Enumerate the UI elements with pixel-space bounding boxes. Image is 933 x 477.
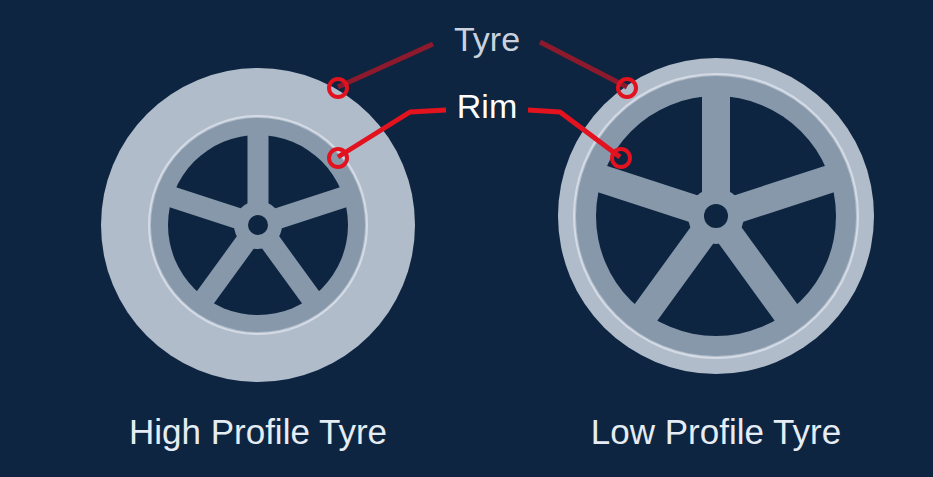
- rim-edge: [149, 116, 367, 334]
- hub-hole: [704, 204, 728, 228]
- rim-edge: [574, 74, 858, 358]
- wheel-caption: Low Profile Tyre: [591, 414, 841, 449]
- wheel-caption: High Profile Tyre: [129, 414, 387, 449]
- tyre: [101, 68, 415, 382]
- part-name: Tyre: [451, 22, 523, 56]
- leader-lines: [329, 42, 636, 167]
- part-name: Rim: [454, 89, 520, 123]
- leader-dot: [329, 79, 347, 97]
- rim-leader: [528, 110, 620, 157]
- rim: [151, 118, 365, 332]
- wheels: [101, 58, 874, 382]
- tyre-leader: [338, 44, 433, 87]
- hub: [688, 188, 744, 244]
- hub-hole: [248, 215, 268, 235]
- leader-dot: [329, 149, 347, 167]
- tyre-leader: [540, 42, 627, 87]
- leader-dot: [618, 79, 636, 97]
- rim: [576, 76, 856, 356]
- leader-dot: [612, 149, 630, 167]
- tyre: [558, 58, 874, 374]
- rim-leader: [338, 110, 446, 157]
- hub: [234, 201, 282, 249]
